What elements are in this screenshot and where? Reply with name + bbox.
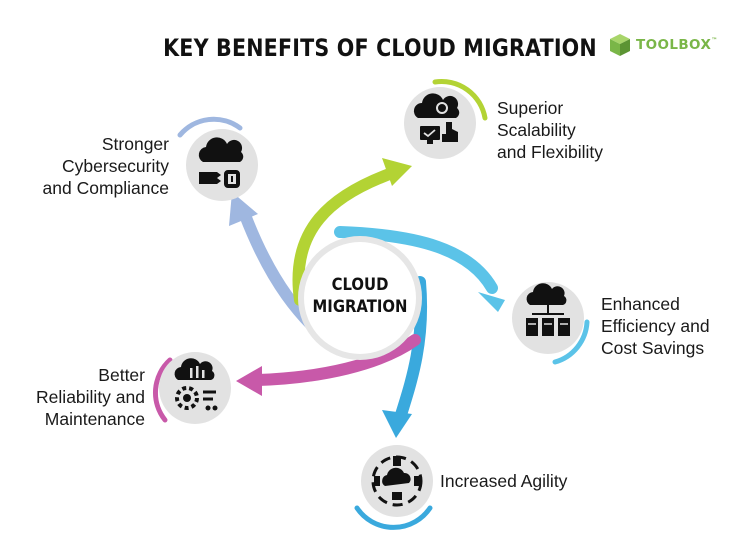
label-reliability: Better Reliability and Maintenance	[36, 365, 145, 429]
accent-arc	[153, 357, 173, 423]
logo-text: TOOLBOX™	[636, 37, 718, 53]
page-title: KEY BENEFITS OF CLOUD MIGRATION	[163, 34, 597, 62]
cloud-lock-icon	[198, 137, 244, 188]
label-cybersecurity: Stronger Cybersecurity and Compliance	[42, 134, 169, 198]
node-efficiency	[512, 282, 590, 365]
cube-icon	[610, 34, 630, 56]
center-circle	[304, 242, 416, 354]
arrow-efficiency	[334, 226, 505, 312]
accent-arc	[177, 116, 243, 138]
label-agility: Increased Agility	[440, 471, 568, 491]
cloud-touch-icon	[413, 93, 460, 144]
accent-arc	[552, 319, 590, 365]
node-scalability	[404, 79, 488, 159]
node-reliability	[153, 352, 231, 424]
cloud-network-icon	[371, 455, 423, 507]
label-scalability: Superior Scalability and Flexibility	[497, 98, 604, 162]
cloud-gear-icon	[174, 358, 218, 411]
arrow-scalability	[292, 158, 412, 306]
accent-arc	[432, 79, 488, 121]
arrow-reliability	[236, 334, 421, 396]
center-label: CLOUD MIGRATION	[312, 275, 408, 316]
toolbox-logo: TOOLBOX™	[609, 33, 718, 57]
node-agility	[354, 445, 433, 530]
node-cybersecurity	[177, 116, 258, 201]
label-efficiency: Enhanced Efficiency and Cost Savings	[601, 294, 710, 358]
accent-arc	[354, 505, 433, 530]
cloud-server-icon	[526, 283, 570, 336]
